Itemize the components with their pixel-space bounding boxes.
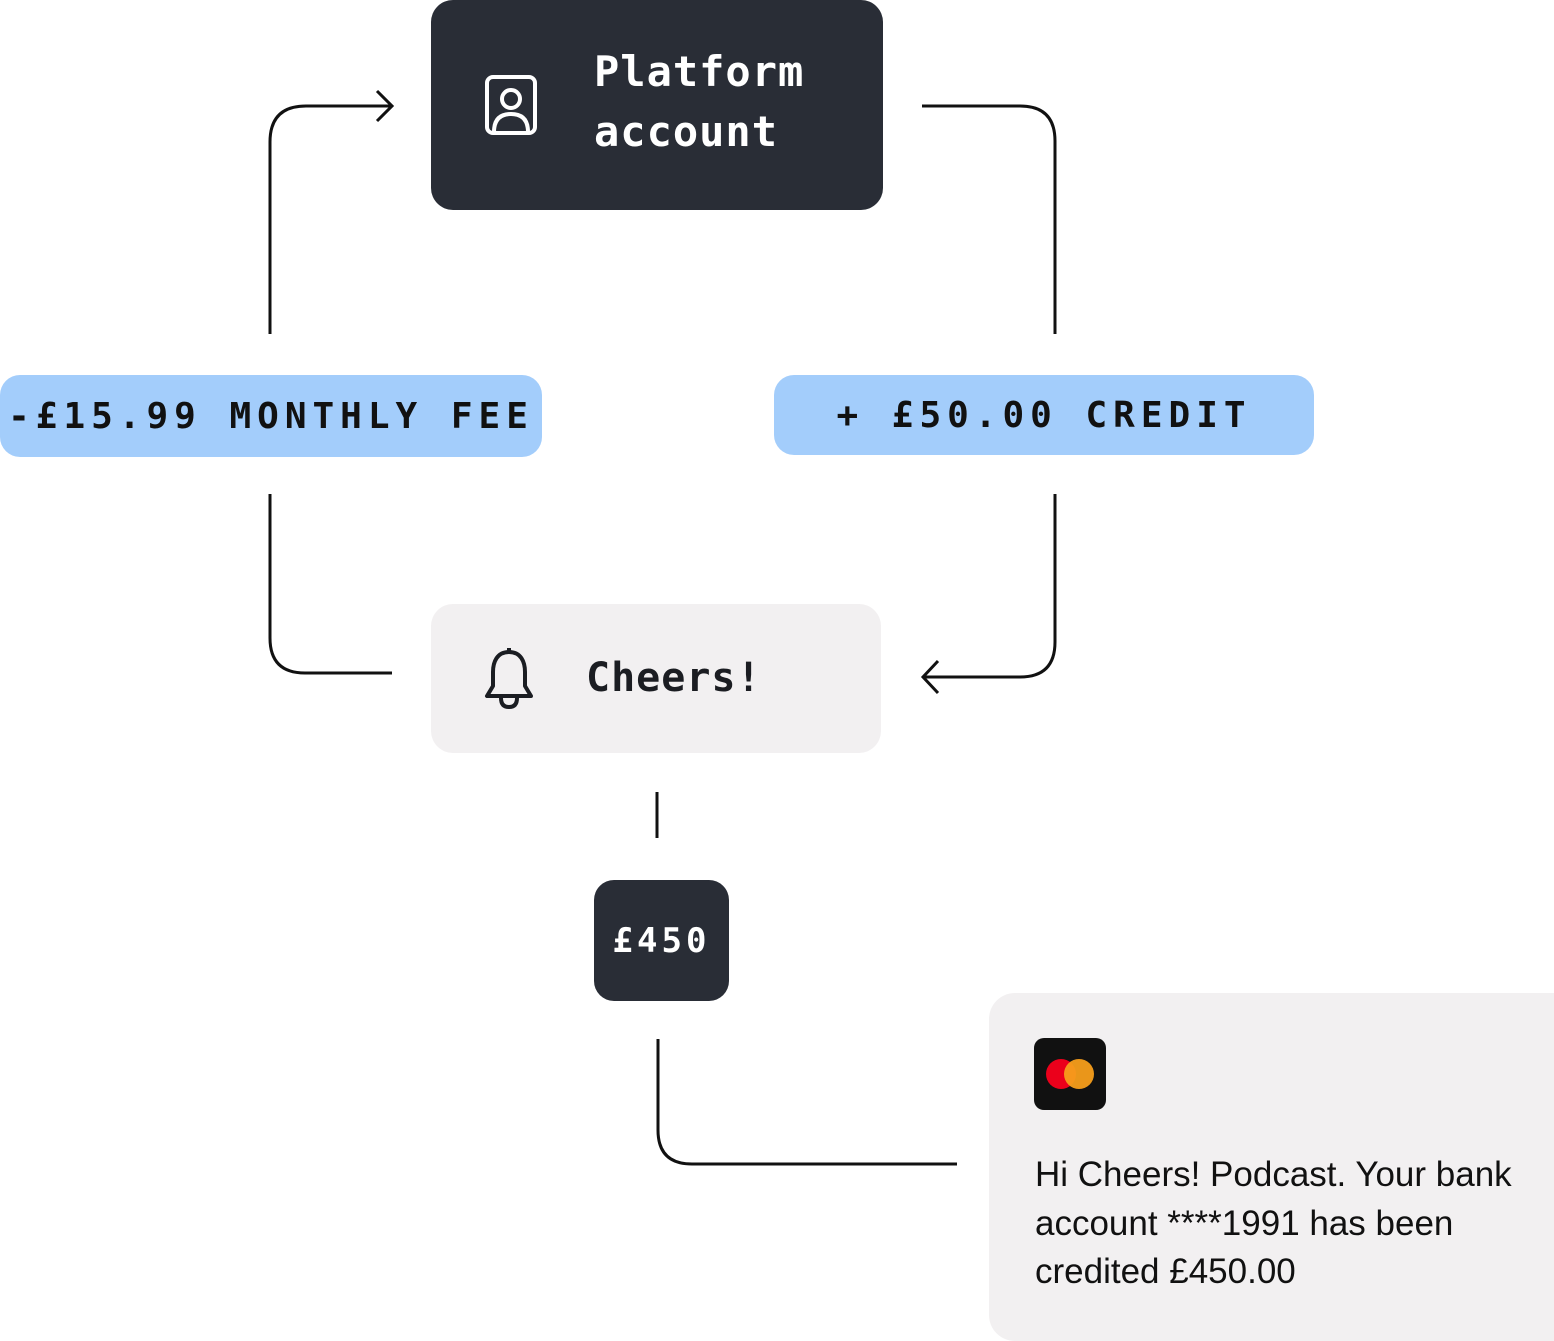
arrow-head-cheers xyxy=(920,659,940,695)
connector-amount-to-notification xyxy=(656,1039,957,1166)
card-circle-orange xyxy=(1064,1059,1094,1089)
connector-credit-to-cheers xyxy=(923,494,1057,679)
bank-notification-card: Hi Cheers! Podcast. Your bank account **… xyxy=(989,993,1554,1341)
cheers-node: Cheers! xyxy=(431,604,881,753)
mastercard-logo-icon xyxy=(1034,1038,1106,1110)
connector-platform-to-credit xyxy=(922,104,1057,334)
user-profile-icon xyxy=(485,75,537,135)
bell-icon xyxy=(485,648,533,710)
connector-cheers-to-fee xyxy=(268,494,392,675)
credit-badge: + £50.00 CREDIT xyxy=(774,375,1314,455)
platform-account-node: Platform account xyxy=(431,0,883,210)
cheers-title: Cheers! xyxy=(586,655,762,701)
arrow-head-platform xyxy=(375,89,395,123)
monthly-fee-label: -£15.99 MONTHLY FEE xyxy=(8,395,534,437)
connector-fee-to-platform xyxy=(268,104,390,334)
monthly-fee-badge: -£15.99 MONTHLY FEE xyxy=(0,375,542,457)
platform-account-title: Platform account xyxy=(594,47,805,156)
amount-node: £450 xyxy=(594,880,729,1001)
notification-message: Hi Cheers! Podcast. Your bank account **… xyxy=(1035,1155,1512,1291)
amount-label: £450 xyxy=(612,920,711,961)
credit-label: + £50.00 CREDIT xyxy=(836,394,1252,436)
